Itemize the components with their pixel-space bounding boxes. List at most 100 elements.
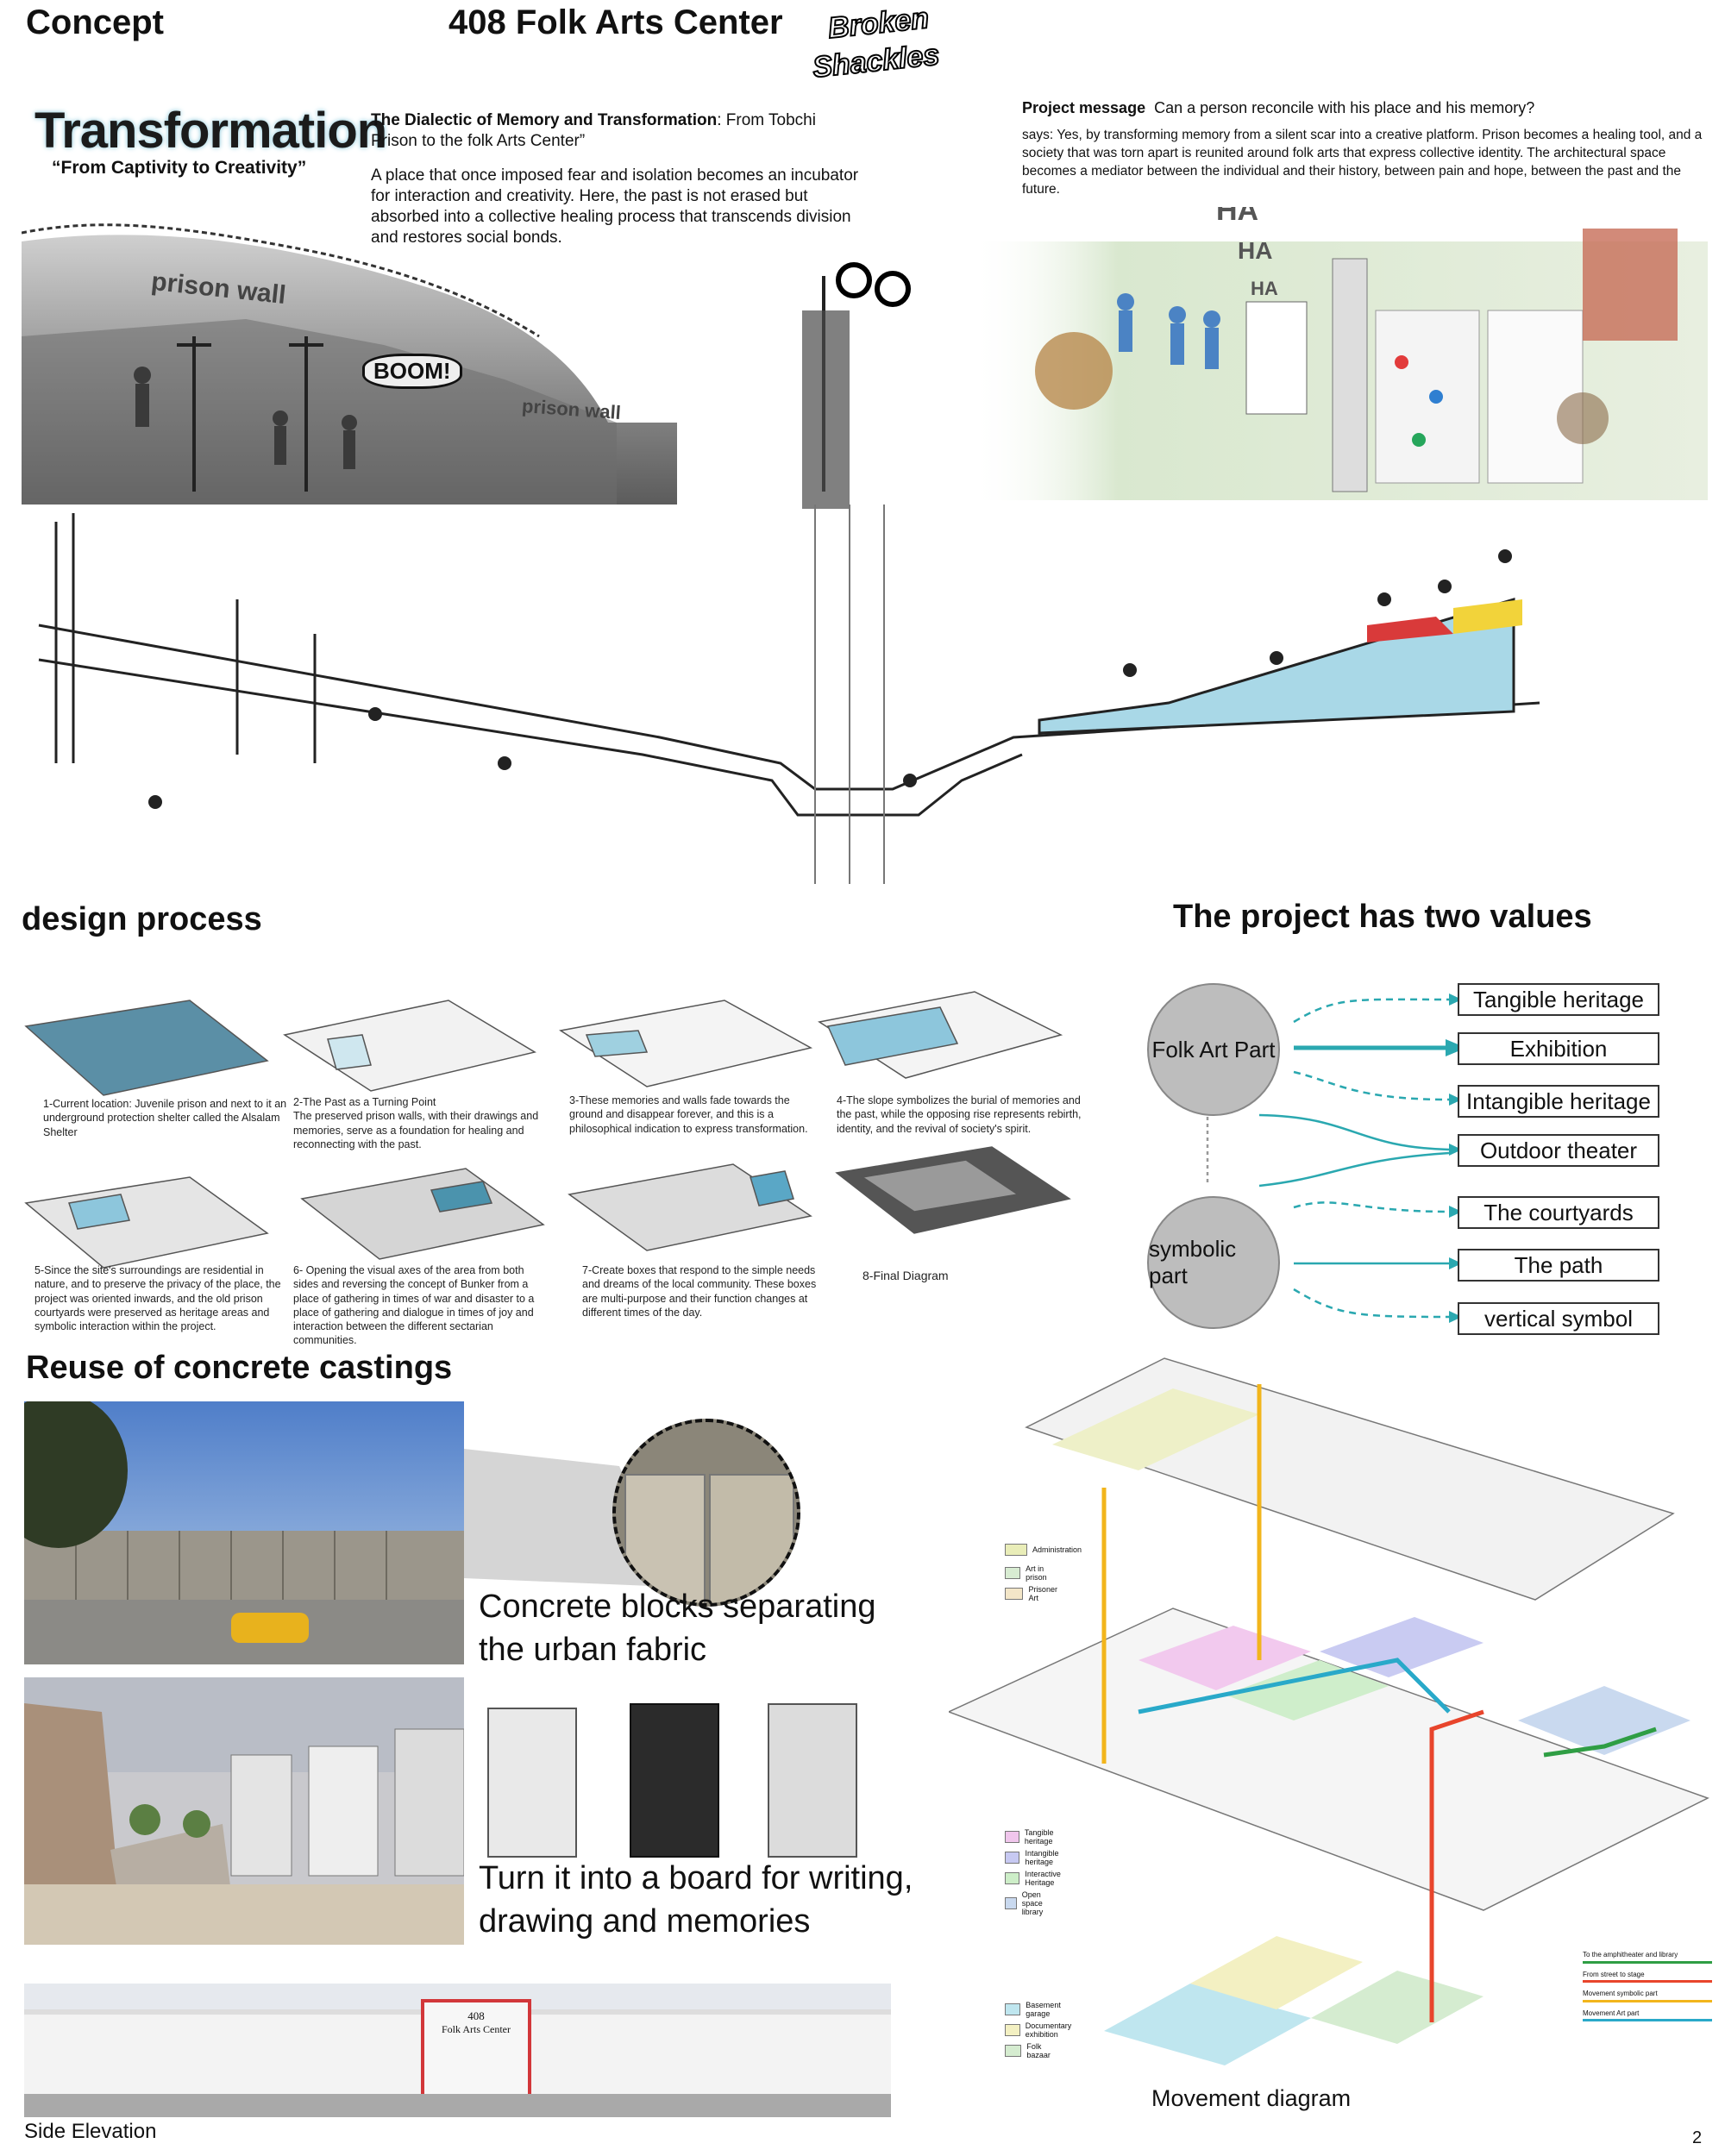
- legend-label: Prisoner Art: [1028, 1585, 1057, 1602]
- dialectic-heading: The Dialectic of Memory and Transformati…: [371, 110, 837, 152]
- line-legend-amphitheater: To the amphitheater and library: [1583, 1951, 1712, 1964]
- legend-label: Administration: [1032, 1545, 1082, 1554]
- line-legend-symbolic: Movement symbolic part: [1583, 1990, 1712, 2002]
- process-step-6: 6- Opening the visual axes of the area f…: [293, 1264, 535, 1347]
- line-swatch-green: [1583, 1960, 1712, 1964]
- collage-graphic: [22, 223, 1708, 509]
- movement-axonometric: [947, 1357, 1709, 2065]
- line-legend-art: Movement Art part: [1583, 2009, 1712, 2022]
- concept-heading: Concept: [26, 3, 164, 41]
- concrete-zoom-circle: [612, 1419, 800, 1607]
- legend-label: Art in prison: [1026, 1564, 1047, 1582]
- legend-tangible: Tangible heritage: [1005, 1828, 1062, 1846]
- design-process-heading: design process: [22, 901, 262, 937]
- legend-label: Tangible heritage: [1024, 1828, 1054, 1846]
- concept-collage: prison wall prison wall BOOM! HA HA HA: [22, 207, 1708, 509]
- dialectic-bold: The Dialectic of Memory and Transformati…: [371, 111, 718, 129]
- section-sketch-graphic: [38, 505, 1540, 884]
- value-exhibition: Exhibition: [1458, 1032, 1659, 1065]
- line-legend-label: Movement Art part: [1583, 2009, 1640, 2017]
- legend-bazaar: Folk bazaar: [1005, 2042, 1057, 2059]
- painted-blocks: [483, 1703, 888, 1858]
- line-swatch-red: [1583, 1980, 1712, 1984]
- legend-swatch: [1005, 1544, 1027, 1556]
- painted-block-2: [630, 1703, 719, 1858]
- transformation-subtitle: “From Captivity to Creativity”: [52, 158, 307, 178]
- reuse-heading: Reuse of concrete castings: [26, 1350, 453, 1386]
- painted-block-1: [487, 1708, 577, 1858]
- process-step-1: 1-Current location: Juvenile prison and …: [43, 1098, 287, 1138]
- legend-label: Basement garage: [1026, 2001, 1061, 2018]
- elevation-road: [24, 2094, 891, 2117]
- process-step-7: 7-Create boxes that respond to the simpl…: [582, 1264, 817, 1319]
- process-step-3: 3-These memories and walls fade towards …: [569, 1094, 808, 1135]
- side-elevation-render: 408 Folk Arts Center: [24, 1984, 891, 2117]
- legend-label: Open space library: [1021, 1890, 1044, 1916]
- two-values-diagram: Folk Art Part symbolic part Tangible her…: [1130, 962, 1682, 1350]
- concrete-caption-2-line1: Turn it into a board for writing,: [479, 1860, 913, 1896]
- project-message-question: Can a person reconcile with his place an…: [1154, 99, 1535, 116]
- project-message-heading: Project message Can a person reconcile w…: [1022, 98, 1703, 117]
- design-process-grid: 1-Current location: Juvenile prison and …: [17, 983, 1095, 1347]
- legend-intangible: Intangible heritage: [1005, 1849, 1066, 1866]
- value-outdoor-theater: Outdoor theater: [1458, 1134, 1659, 1167]
- line-swatch-yellow: [1583, 1999, 1712, 2002]
- movement-diagram: [947, 1350, 1725, 2109]
- page-number: 2: [1692, 2128, 1703, 2147]
- process-step-4: 4-The slope symbolizes the burial of mem…: [837, 1094, 1082, 1135]
- symbolic-part-circle: symbolic part: [1147, 1196, 1280, 1329]
- legend-swatch: [1005, 1831, 1019, 1843]
- two-values-heading: The project has two values: [1173, 899, 1592, 935]
- legend-interactive: Interactive Heritage: [1005, 1870, 1069, 1887]
- line-legend-label: To the amphitheater and library: [1583, 1951, 1678, 1959]
- value-courtyards: The courtyards: [1458, 1196, 1659, 1229]
- value-vertical-symbol: vertical symbol: [1458, 1302, 1659, 1335]
- courtyard-render-graphic: [24, 1677, 464, 1945]
- side-elevation-label: Side Elevation: [24, 2120, 157, 2143]
- legend-label: Folk bazaar: [1026, 2042, 1051, 2059]
- process-step-5: 5-Since the site's surroundings are resi…: [34, 1264, 281, 1332]
- process-step-8: 8-Final Diagram: [862, 1269, 949, 1282]
- project-message-label: Project message: [1022, 99, 1146, 116]
- ha-text-3: HA: [1251, 278, 1278, 299]
- entrance-frame: 408 Folk Arts Center: [421, 1999, 531, 2109]
- line-legend-label: Movement symbolic part: [1583, 1990, 1658, 1998]
- legend-art-in-prison: Art in prison: [1005, 1564, 1054, 1582]
- legend-swatch: [1005, 1588, 1024, 1600]
- legend-swatch: [1005, 1897, 1017, 1909]
- line-legend-street: From street to stage: [1583, 1971, 1712, 1984]
- logo-line1: Broken: [825, 1, 931, 46]
- painted-block-3: [768, 1703, 857, 1858]
- legend-swatch: [1005, 2045, 1022, 2057]
- legend-swatch: [1005, 1852, 1020, 1864]
- legend-administration: Administration: [1005, 1544, 1082, 1556]
- process-step-2: 2-The Past as a Turning Point The preser…: [293, 1096, 539, 1150]
- dialectic-body: A place that once imposed fear and isola…: [371, 166, 859, 247]
- value-connectors: [1206, 993, 1466, 1323]
- legend-label: Documentary exhibition: [1025, 2021, 1072, 2039]
- project-title: 408 Folk Arts Center: [448, 3, 783, 41]
- ha-text-1: HA: [1216, 207, 1259, 227]
- boom-bubble: BOOM!: [362, 354, 462, 389]
- legend-documentary: Documentary exhibition: [1005, 2021, 1079, 2039]
- value-path: The path: [1458, 1249, 1659, 1282]
- legend-swatch: [1005, 1567, 1021, 1579]
- transformation-logo: Transformation: [34, 103, 387, 159]
- concrete-caption-1-line1: Concrete blocks separating: [479, 1589, 876, 1625]
- concrete-caption-1: Concrete blocks separating the urban fab…: [479, 1585, 875, 1671]
- street-photo-graphic: [24, 1401, 464, 1664]
- legend-prisoner-art: Prisoner Art: [1005, 1585, 1062, 1602]
- zoom-block-right: [709, 1474, 794, 1603]
- sign-name: Folk Arts Center: [442, 2023, 511, 2035]
- section-sketch: [22, 505, 1708, 884]
- sign-number: 408: [467, 2009, 485, 2022]
- concrete-caption-2-line2: drawing and memories: [479, 1903, 811, 1940]
- legend-swatch: [1005, 1872, 1020, 1884]
- broken-shackles-logo: Broken Shackles: [802, 1, 949, 87]
- legend-swatch: [1005, 2024, 1020, 2036]
- legend-label: Intangible heritage: [1025, 1849, 1059, 1866]
- project-message-answer: says: Yes, by transforming memory from a…: [1022, 128, 1703, 197]
- legend-library: Open space library: [1005, 1890, 1054, 1916]
- concrete-caption-2: Turn it into a board for writing, drawin…: [479, 1857, 913, 1943]
- line-legend: To the amphitheater and library From str…: [1583, 1951, 1712, 2028]
